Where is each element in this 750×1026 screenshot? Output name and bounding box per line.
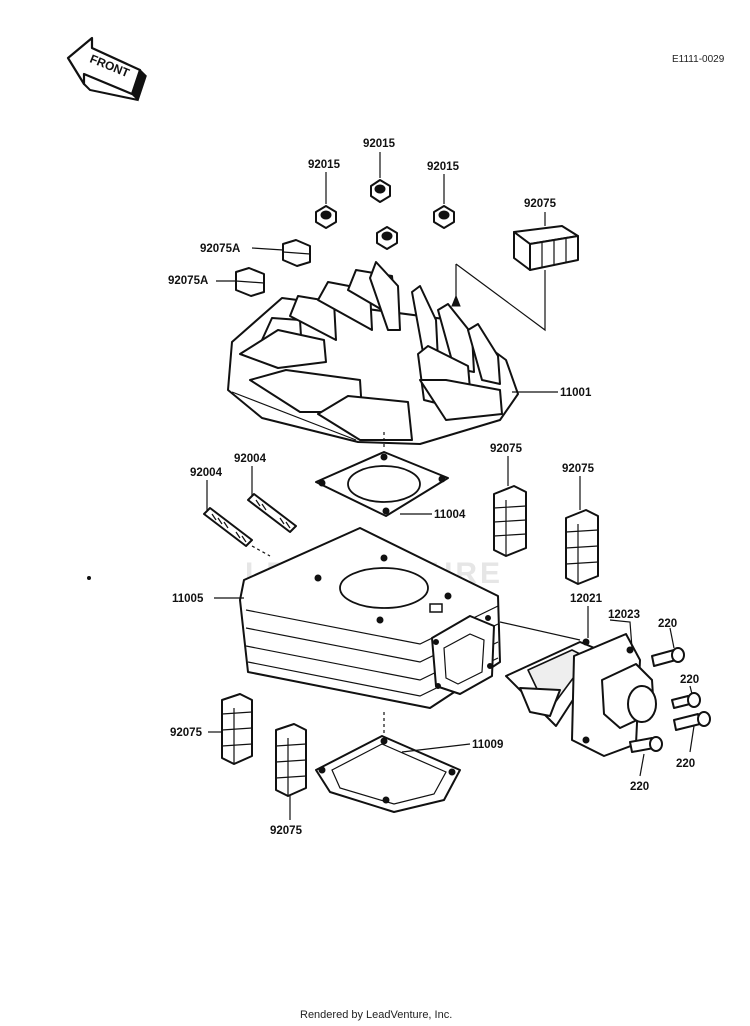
part-label: 92015: [308, 159, 341, 171]
stray-mark: [87, 576, 91, 580]
part-label: 11001: [560, 387, 592, 399]
stud-bolt-icon: [247, 493, 297, 533]
part-label: 92075: [270, 825, 303, 837]
stud-bolt-icon: [203, 507, 253, 547]
head-gasket-icon: [315, 451, 449, 517]
part-label: 12023: [608, 609, 640, 621]
cylinder-block-icon: [239, 527, 501, 709]
part-label: 92075A: [200, 243, 240, 255]
cylinder-head-icon: [227, 261, 519, 445]
rubber-damper-stack-icon: [221, 693, 253, 765]
part-label: 92075: [490, 443, 523, 455]
part-label: 92015: [363, 138, 396, 150]
part-label: 92075A: [168, 275, 208, 287]
rubber-damper-icon: [235, 267, 265, 297]
rubber-damper-stack-icon: [493, 485, 527, 557]
diagram-ref-number: E1111-0029: [672, 54, 725, 65]
bolt-icon: [629, 736, 663, 753]
footer-credit: Rendered by LeadVenture, Inc.: [300, 1009, 452, 1021]
rubber-damper-stack-icon: [565, 509, 599, 585]
rubber-damper-icon: [513, 225, 579, 271]
part-label: 92015: [427, 161, 460, 173]
part-label: 92004: [234, 453, 267, 465]
part-label: 11004: [434, 509, 466, 521]
part-label: 92075: [562, 463, 595, 475]
bolt-icon: [673, 711, 711, 731]
nut-icon: [315, 205, 337, 229]
nut-icon: [433, 205, 455, 229]
front-arrow-icon: FRONT: [66, 36, 147, 102]
part-label: 220: [630, 781, 649, 793]
part-label: 92075: [524, 198, 557, 210]
part-label: 220: [680, 674, 699, 686]
part-label: 220: [676, 758, 695, 770]
rubber-damper-icon: [282, 239, 311, 267]
nut-icon: [370, 179, 391, 203]
base-gasket-icon: [315, 735, 461, 813]
part-label: 92075: [170, 727, 203, 739]
nut-icon: [376, 226, 398, 250]
part-label: 12021: [570, 593, 603, 605]
bolt-icon: [671, 692, 701, 709]
intake-manifold-icon: [571, 633, 657, 757]
part-label: 11005: [172, 593, 204, 605]
rubber-damper-stack-icon: [275, 723, 307, 797]
part-label: 220: [658, 618, 677, 630]
part-label: 11009: [472, 739, 503, 751]
part-label: 92004: [190, 467, 223, 479]
bolt-icon: [651, 647, 685, 667]
